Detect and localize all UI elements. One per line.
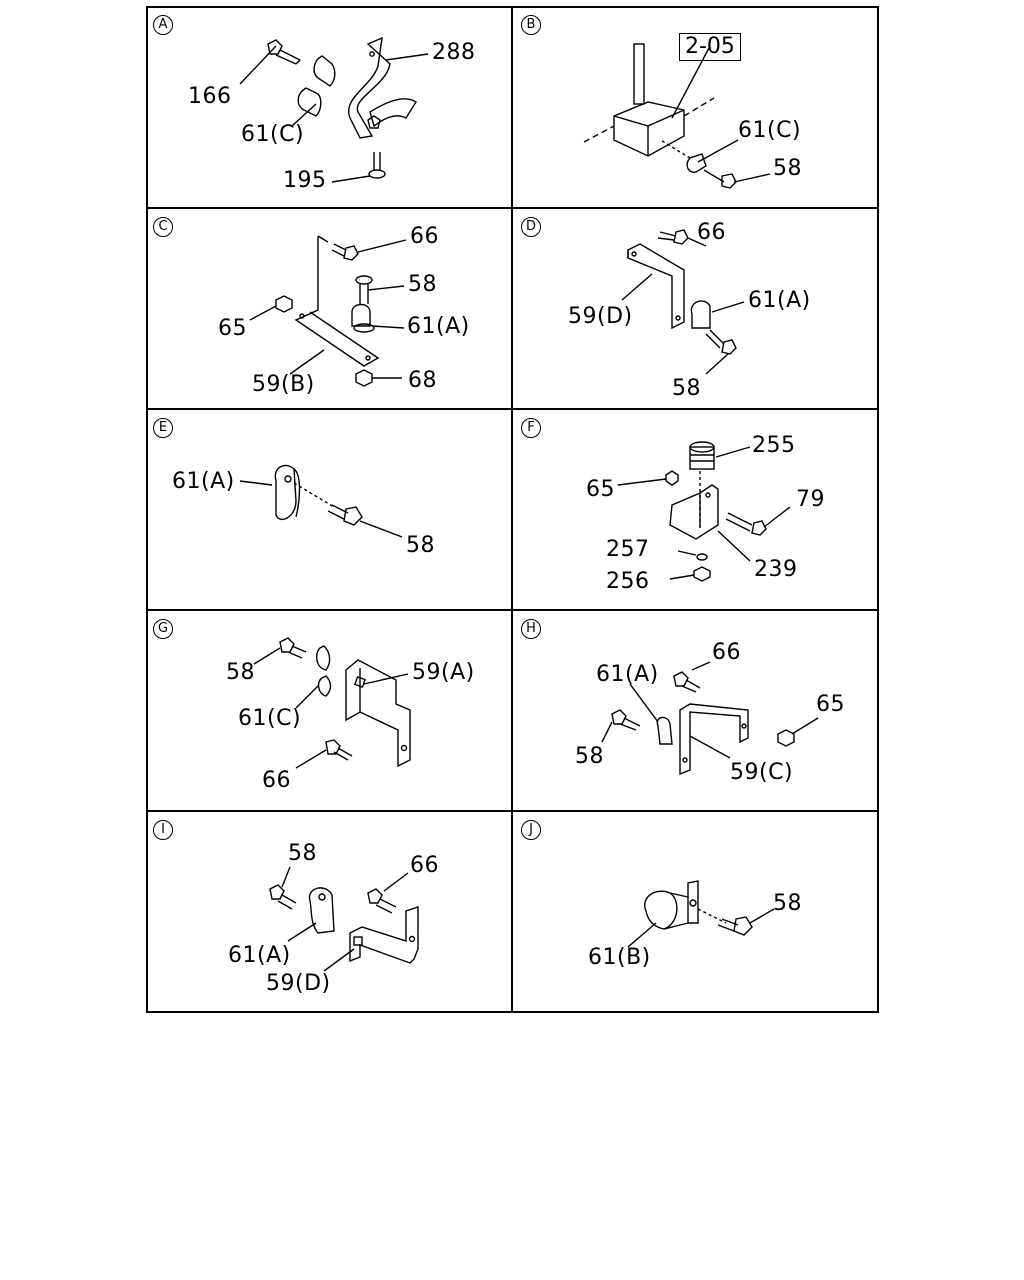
panel-badge: D [521, 217, 541, 237]
panel-g: G 58 59(A) 61(C) 66 [146, 610, 512, 811]
panel-badge: G [153, 619, 173, 639]
row-divider-4 [146, 810, 879, 812]
callout-66: 66 [410, 853, 439, 878]
callout-66: 66 [712, 640, 741, 665]
callout-58: 58 [773, 156, 802, 181]
callout-59b: 59(B) [252, 372, 315, 397]
callout-166: 166 [188, 84, 232, 109]
panel-f: F 255 65 79 257 239 256 [512, 409, 878, 610]
panel-i: I 58 66 61(A) 59(D) [146, 811, 512, 1012]
row-divider-1 [146, 207, 879, 209]
callout-59d: 59(D) [568, 304, 633, 329]
callout-65: 65 [586, 477, 615, 502]
callout-59c: 59(C) [730, 760, 794, 785]
callout-288: 288 [432, 40, 476, 65]
callout-61a: 61(A) [172, 469, 235, 494]
callout-59a: 59(A) [412, 660, 475, 685]
panel-b: B 2-05 61(C) 58 [512, 6, 878, 207]
callout-256: 256 [606, 569, 650, 594]
callout-65: 65 [816, 692, 845, 717]
panel-d: D 66 61(A) 59(D) 58 [512, 208, 878, 409]
callout-58: 58 [773, 891, 802, 916]
callout-65: 65 [218, 316, 247, 341]
callout-61c: 61(C) [238, 706, 302, 731]
panel-badge: C [153, 217, 173, 237]
bracket-assembly-drawing [269, 866, 419, 972]
callout-58: 58 [575, 744, 604, 769]
callout-58: 58 [226, 660, 255, 685]
panel-h: H 66 61(A) 65 58 59(C) [512, 610, 878, 811]
callout-61a: 61(A) [407, 314, 470, 339]
callout-195: 195 [283, 168, 327, 193]
panel-c: C 66 58 65 61(A) 59(B) 68 [146, 208, 512, 409]
panel-badge: J [521, 820, 541, 840]
callout-61a: 61(A) [596, 662, 659, 687]
callout-61c: 61(C) [738, 118, 802, 143]
callout-255: 255 [752, 433, 796, 458]
clamp-drawing [627, 880, 775, 948]
callout-66: 66 [410, 224, 439, 249]
callout-58: 58 [288, 841, 317, 866]
callout-58: 58 [406, 533, 435, 558]
bracket-assembly-drawing [601, 661, 819, 776]
callout-257: 257 [606, 537, 650, 562]
callout-239: 239 [754, 557, 798, 582]
callout-79: 79 [796, 487, 825, 512]
panel-a: A 288 166 61(C) 195 [146, 6, 512, 207]
fitting-bracket-drawing [617, 441, 791, 582]
panel-e: E 61(A) 58 [146, 409, 512, 610]
panel-badge: H [521, 619, 541, 639]
callout-61a: 61(A) [228, 943, 291, 968]
panel-j: J 58 61(B) [512, 811, 878, 1012]
panel-badge: F [521, 418, 541, 438]
callout-68: 68 [408, 368, 437, 393]
callout-58: 58 [408, 272, 437, 297]
bracket-assembly-drawing [621, 229, 745, 375]
panel-badge: A [153, 15, 173, 35]
callout-59d: 59(D) [266, 971, 331, 996]
panel-badge: E [153, 418, 173, 438]
bracket-assembly-drawing [249, 235, 407, 387]
callout-58: 58 [672, 376, 701, 401]
row-divider-2 [146, 408, 879, 410]
callout-66: 66 [697, 220, 726, 245]
row-divider-3 [146, 609, 879, 611]
callout-66: 66 [262, 768, 291, 793]
callout-61a: 61(A) [748, 288, 811, 313]
callout-61c: 61(C) [241, 122, 305, 147]
bracket-assembly-drawing [253, 637, 411, 769]
panel-badge: B [521, 15, 541, 35]
clamp-bracket-drawing [239, 36, 429, 183]
callout-61b: 61(B) [588, 945, 651, 970]
clamp-drawing [239, 464, 403, 538]
column-divider [511, 6, 513, 1013]
panel-badge: I [153, 820, 173, 840]
pipe-clamp-drawing [583, 43, 771, 189]
